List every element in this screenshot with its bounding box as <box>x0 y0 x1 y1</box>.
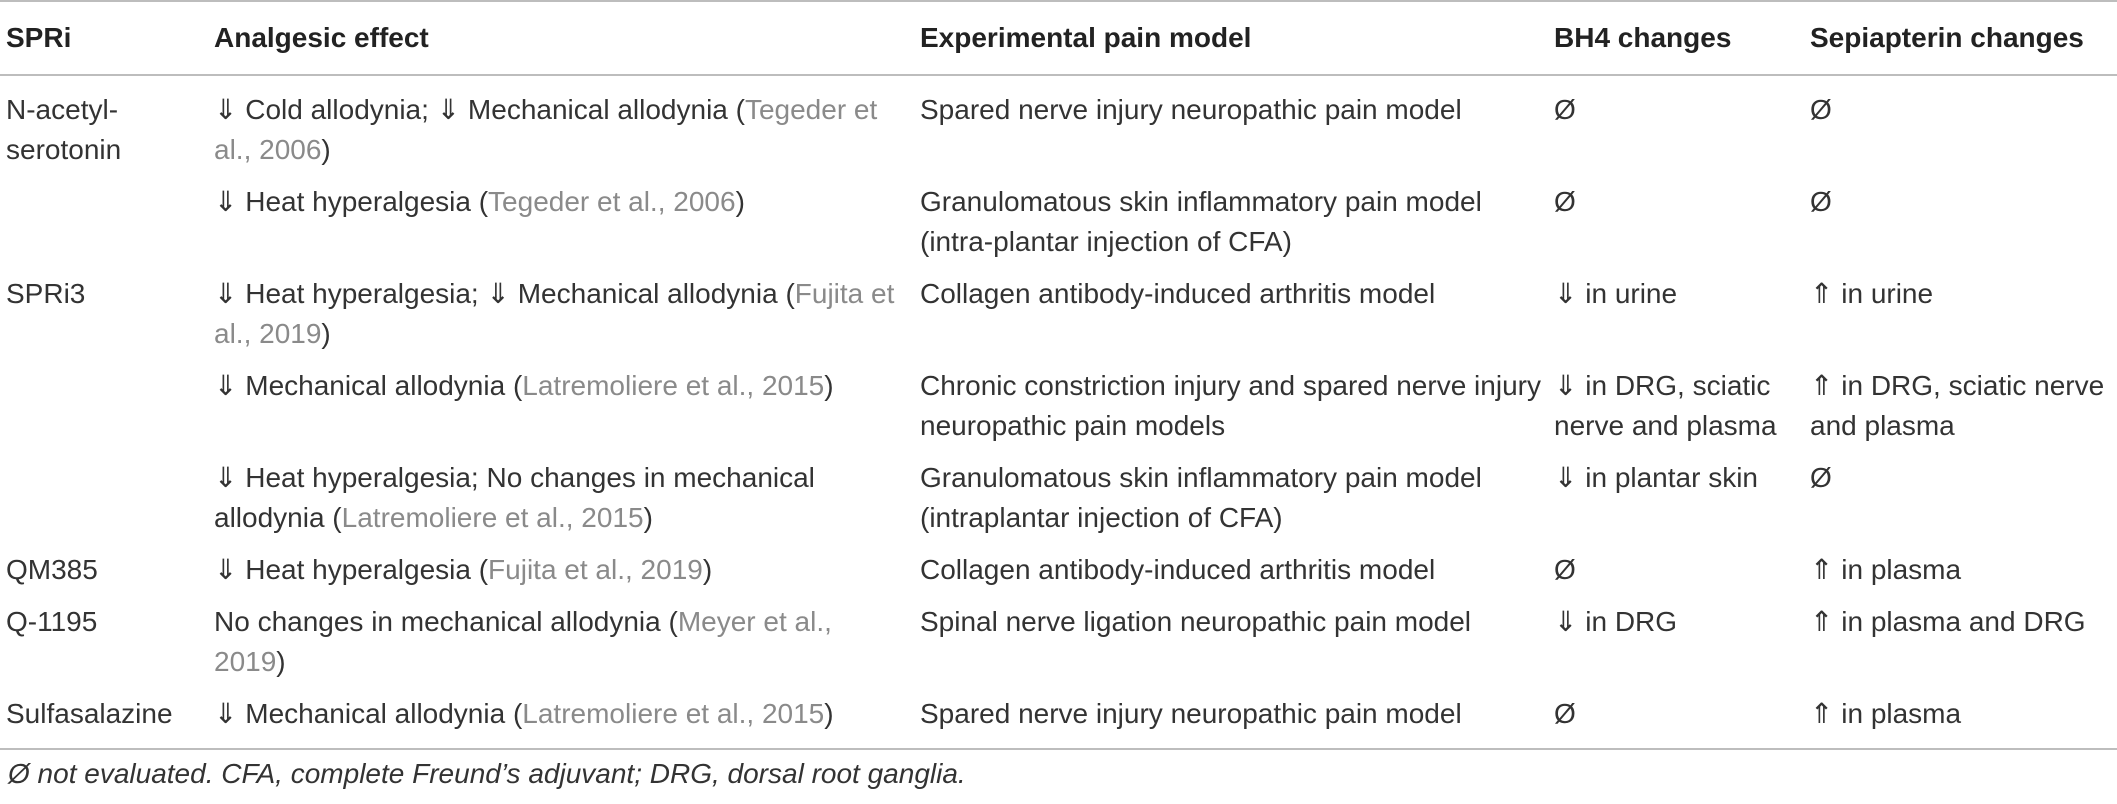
cell-analgesic-effect: ⇓ Mechanical allodynia (Latremoliere et … <box>208 688 914 749</box>
citation-link[interactable]: Latremoliere et al., 2015 <box>341 502 644 533</box>
cell-bh4: ⇓ in DRG <box>1554 606 1678 637</box>
effect-tail: ) <box>643 502 653 533</box>
cell-sepiapterin: ⇑ in DRG, sciatic nerve and plasma <box>1810 370 2105 441</box>
cell-analgesic-effect: ⇓ Heat hyperalgesia; No changes in mecha… <box>208 452 914 544</box>
effect-text: No changes in mechanical allodynia ( <box>214 606 678 637</box>
data-table: SPRi Analgesic effect Experimental pain … <box>0 1 2117 749</box>
effect-tail: ) <box>702 554 713 585</box>
effect-tail: ) <box>824 698 834 729</box>
citation-link[interactable]: Latremoliere et al., 2015 <box>522 370 825 401</box>
cell-analgesic-effect: ⇓ Heat hyperalgesia (Fujita et al., 2019… <box>208 544 914 596</box>
citation-link[interactable]: Fujita et al., 2019 <box>214 278 895 349</box>
cell-analgesic-effect: ⇓ Mechanical allodynia (Latremoliere et … <box>208 360 914 452</box>
table-row: ⇓ Heat hyperalgesia (Tegeder et al., 200… <box>0 176 2117 268</box>
effect-text: ⇓ Heat hyperalgesia ( <box>214 554 489 585</box>
effect-tail: ) <box>276 646 286 677</box>
cell-pain-model: Collagen antibody-induced arthritis mode… <box>920 554 1436 585</box>
cell-sepiapterin: Ø <box>1810 462 1832 493</box>
cell-bh4: Ø <box>1554 698 1576 729</box>
cell-spri <box>0 176 208 268</box>
cell-spri: QM385 <box>6 554 98 585</box>
cell-analgesic-effect: No changes in mechanical allodynia (Meye… <box>208 596 914 688</box>
cell-bh4: Ø <box>1554 186 1576 217</box>
cell-spri <box>0 452 208 544</box>
cell-bh4: Ø <box>1554 554 1576 585</box>
table-row: QM385 ⇓ Heat hyperalgesia (Fujita et al.… <box>0 544 2117 596</box>
cell-sepiapterin: ⇑ in plasma <box>1810 554 1962 585</box>
effect-tail: ) <box>321 134 331 165</box>
effect-tail: ) <box>321 318 331 349</box>
cell-bh4: Ø <box>1554 94 1576 125</box>
table-body: N-acetyl-serotonin ⇓ Cold allodynia; ⇓ M… <box>0 75 2117 749</box>
cell-pain-model: Collagen antibody-induced arthritis mode… <box>920 278 1436 309</box>
cell-spri: N-acetyl-serotonin <box>6 94 122 165</box>
table-header: SPRi Analgesic effect Experimental pain … <box>0 1 2117 75</box>
cell-sepiapterin: ⇑ in urine <box>1810 278 1934 309</box>
table-row: Q-1195 No changes in mechanical allodyni… <box>0 596 2117 688</box>
cell-sepiapterin: ⇑ in plasma <box>1810 698 1962 729</box>
table-row: Sulfasalazine ⇓ Mechanical allodynia (La… <box>0 688 2117 749</box>
cell-pain-model: Spared nerve injury neuropathic pain mod… <box>920 698 1462 729</box>
cell-spri <box>0 360 208 452</box>
cell-pain-model: Spinal nerve ligation neuropathic pain m… <box>920 606 1472 637</box>
cell-sepiapterin: Ø <box>1810 186 1832 217</box>
header-row: SPRi Analgesic effect Experimental pain … <box>0 1 2117 75</box>
cell-sepiapterin: Ø <box>1810 94 1832 125</box>
cell-spri: Sulfasalazine <box>6 698 173 729</box>
effect-text: ⇓ Cold allodynia; ⇓ Mechanical allodynia… <box>214 94 745 125</box>
cell-analgesic-effect: ⇓ Heat hyperalgesia (Tegeder et al., 200… <box>208 176 914 268</box>
cell-analgesic-effect: ⇓ Cold allodynia; ⇓ Mechanical allodynia… <box>208 75 914 176</box>
header-sepiapterin-changes: Sepiapterin changes <box>1810 22 2084 53</box>
cell-pain-model: Granulomatous skin inflammatory pain mod… <box>920 186 1482 257</box>
cell-pain-model: Granulomatous skin inflammatory pain mod… <box>920 462 1482 533</box>
effect-tail: ) <box>824 370 834 401</box>
table-row: ⇓ Mechanical allodynia (Latremoliere et … <box>0 360 2117 452</box>
header-bh4-changes: BH4 changes <box>1554 22 1732 53</box>
cell-bh4: ⇓ in DRG, sciatic nerve and plasma <box>1554 370 1777 441</box>
effect-text: ⇓ Mechanical allodynia ( <box>214 698 523 729</box>
header-analgesic-effect: Analgesic effect <box>214 22 429 53</box>
cell-sepiapterin: ⇑ in plasma and DRG <box>1810 606 2086 637</box>
cell-spri: Q-1195 <box>6 606 98 637</box>
effect-text: ⇓ Heat hyperalgesia; ⇓ Mechanical allody… <box>214 278 795 309</box>
header-spri: SPRi <box>6 22 72 53</box>
citation-link[interactable]: Latremoliere et al., 2015 <box>522 698 825 729</box>
cell-bh4: ⇓ in urine <box>1554 278 1678 309</box>
citation-link[interactable]: Fujita et al., 2019 <box>488 554 703 585</box>
table-footnote: Ø not evaluated. CFA, complete Freund’s … <box>8 758 966 789</box>
effect-text: ⇓ Heat hyperalgesia ( <box>214 186 489 217</box>
table-row: SPRi3 ⇓ Heat hyperalgesia; ⇓ Mechanical … <box>0 268 2117 360</box>
header-experimental-pain-model: Experimental pain model <box>920 22 1252 53</box>
citation-link[interactable]: Meyer et al., 2019 <box>214 606 832 677</box>
citation-link[interactable]: Tegeder et al., 2006 <box>488 186 736 217</box>
effect-text: ⇓ Heat hyperalgesia; No changes in mecha… <box>214 462 815 533</box>
cell-pain-model: Spared nerve injury neuropathic pain mod… <box>920 94 1462 125</box>
effect-text: ⇓ Mechanical allodynia ( <box>214 370 523 401</box>
table-row: ⇓ Heat hyperalgesia; No changes in mecha… <box>0 452 2117 544</box>
cell-bh4: ⇓ in plantar skin <box>1554 462 1758 493</box>
cell-pain-model: Chronic constriction injury and spared n… <box>920 370 1541 441</box>
citation-link[interactable]: Tegeder et al., 2006 <box>214 94 878 165</box>
cell-spri: SPRi3 <box>6 278 86 309</box>
effect-tail: ) <box>735 186 745 217</box>
cell-analgesic-effect: ⇓ Heat hyperalgesia; ⇓ Mechanical allody… <box>208 268 914 360</box>
table-row: N-acetyl-serotonin ⇓ Cold allodynia; ⇓ M… <box>0 75 2117 176</box>
